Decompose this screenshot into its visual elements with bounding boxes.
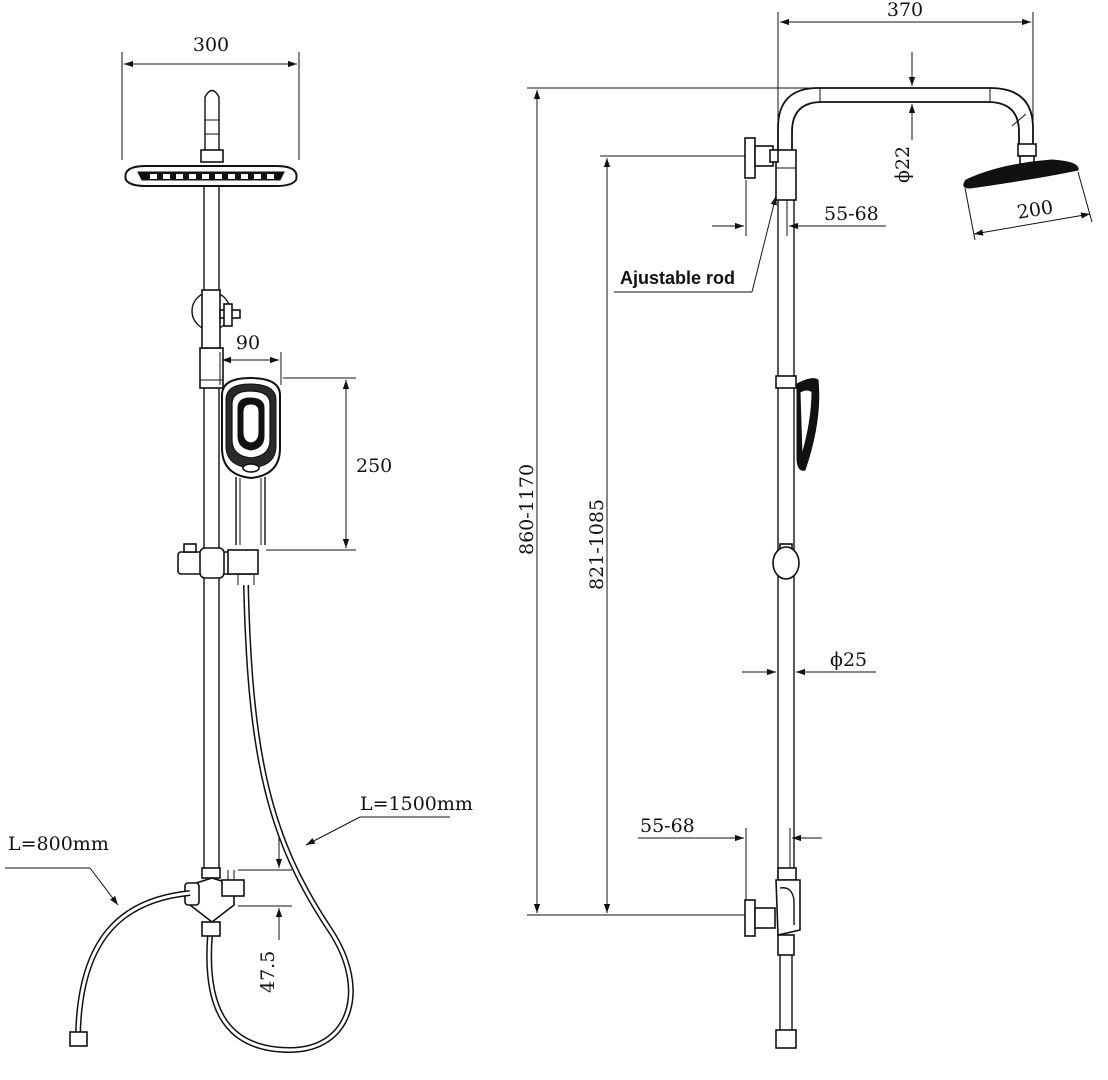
riser-rod-front bbox=[199, 186, 224, 870]
rain-head-side: 200 bbox=[963, 143, 1093, 241]
dim-head-width-label: 300 bbox=[193, 34, 229, 56]
dim-lower-bracket-offset: 55-68 bbox=[638, 815, 822, 900]
dim-total-height: 860-1170 bbox=[516, 87, 820, 916]
dim-valve-offset-label: 47.5 bbox=[257, 951, 279, 993]
adjustable-rod-label: Ajustable rod bbox=[620, 268, 735, 288]
dim-handshower-length: 250 bbox=[266, 377, 392, 551]
dim-handshower-length-label: 250 bbox=[356, 455, 392, 477]
dim-upper-bracket-offset-label: 55-68 bbox=[824, 203, 879, 225]
dim-rod-diameter-label: ϕ25 bbox=[830, 649, 867, 671]
hose-short: L=800mm bbox=[5, 833, 191, 1047]
upper-bracket-front bbox=[191, 289, 241, 349]
hand-shower-side bbox=[796, 378, 820, 471]
dim-total-height-label: 860-1170 bbox=[516, 464, 538, 555]
dim-arm-diameter-label: ϕ22 bbox=[892, 146, 914, 183]
dim-head-width: 300 bbox=[121, 34, 300, 160]
upper-bracket-side bbox=[744, 137, 779, 179]
riser-rod-side bbox=[775, 149, 797, 880]
slider-holder-front bbox=[177, 543, 259, 585]
diverter-side bbox=[744, 867, 801, 1049]
head-arm bbox=[200, 89, 224, 163]
dim-arm-reach-label: 370 bbox=[887, 0, 923, 21]
side-view: 370 860-1170 821-1085 ϕ22 bbox=[516, 0, 1093, 1049]
dim-rod-height-label: 821-1085 bbox=[586, 499, 608, 590]
dim-rod-height: 821-1085 bbox=[586, 155, 745, 913]
dim-rod-diameter: ϕ25 bbox=[742, 649, 876, 676]
callout-adjustable-rod: Ajustable rod bbox=[614, 195, 777, 293]
dim-handshower-width: 90 bbox=[219, 332, 282, 385]
rain-head-front bbox=[124, 165, 298, 187]
dim-arm-diameter: ϕ22 bbox=[892, 52, 916, 183]
dim-upper-bracket-offset: 55-68 bbox=[712, 180, 886, 236]
hose-long: L=1500mm bbox=[206, 584, 473, 1054]
dim-valve-offset: 47.5 bbox=[238, 836, 292, 993]
hand-shower-front bbox=[221, 376, 281, 545]
dim-handshower-width-label: 90 bbox=[236, 332, 260, 354]
dim-head-diameter-label: 200 bbox=[1015, 196, 1054, 223]
front-view: 300 bbox=[5, 34, 473, 1054]
hose-long-label: L=1500mm bbox=[360, 793, 473, 815]
dim-lower-bracket-offset-label: 55-68 bbox=[640, 815, 695, 837]
hose-short-label: L=800mm bbox=[8, 833, 109, 855]
shower-arm-side bbox=[777, 87, 1034, 155]
diverter-front bbox=[184, 867, 245, 937]
slider-holder-side bbox=[772, 543, 800, 580]
dim-arm-reach: 370 bbox=[777, 0, 1034, 140]
